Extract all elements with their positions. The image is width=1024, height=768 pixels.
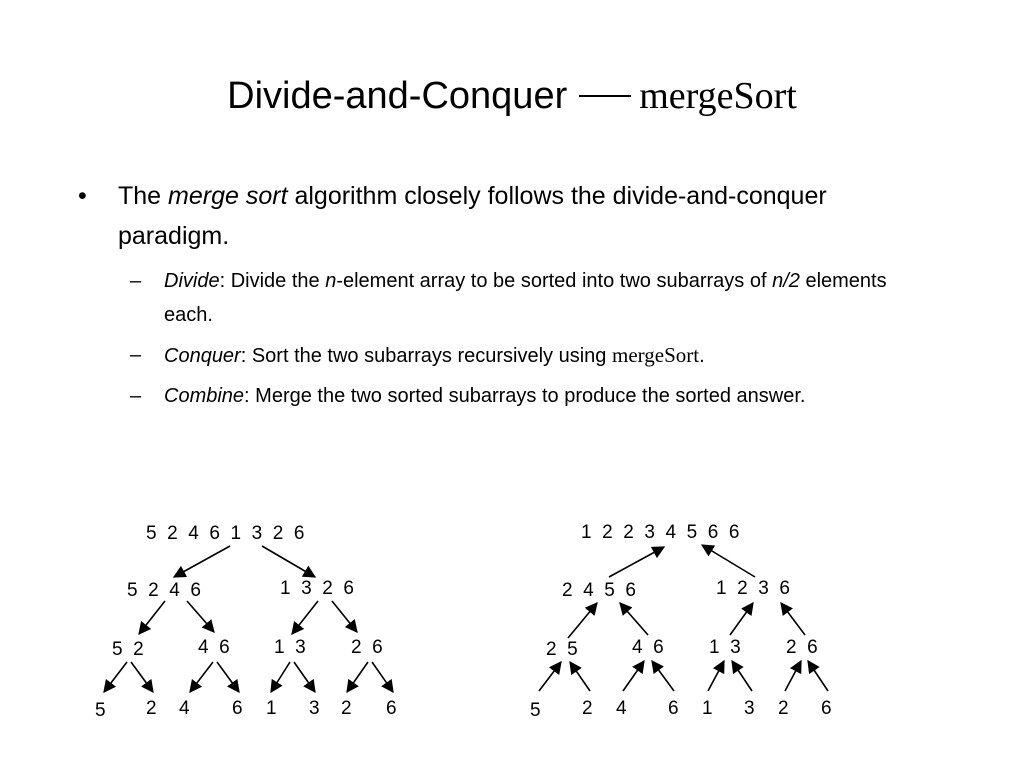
divide-tree: 5 2 4 6 1 3 2 6 5 2 4 6 1 3 2 6 5 2 4 6 … — [95, 523, 397, 721]
right-leaf: 5 — [530, 700, 541, 721]
merge-tree: 1 2 2 3 4 5 6 6 2 4 5 6 1 2 3 6 2 5 4 6 … — [530, 522, 832, 721]
left-level2-node: 2 6 — [351, 637, 383, 658]
right-leaf: 6 — [668, 698, 679, 719]
left-level0: 5 2 4 6 1 3 2 6 — [146, 523, 304, 544]
sub-dash-icon: – — [130, 385, 142, 407]
left-leaf: 5 — [95, 700, 106, 721]
left-level2-node: 4 6 — [198, 637, 230, 658]
left-leaf: 4 — [179, 698, 190, 719]
divide-text-2: -element array to be sorted into two sub… — [336, 270, 773, 292]
conquer-text-2: . — [699, 345, 705, 367]
title-text: Divide-and-Conquer — [227, 75, 568, 117]
left-level2-node: 5 2 — [112, 639, 144, 660]
bullet-list: • The merge sort algorithm closely follo… — [78, 176, 938, 413]
bullet-text-post: algorithm closely follows the divide-and… — [118, 182, 827, 250]
left-level2-node: 1 3 — [274, 637, 306, 658]
right-leaf: 3 — [744, 698, 755, 719]
conquer-label: Conquer — [164, 345, 241, 367]
right-level2-node: 2 6 — [786, 637, 818, 658]
divide-text-1: : Divide the — [219, 270, 326, 292]
sub-item-combine: – Combine: Merge the two sorted subarray… — [78, 379, 938, 413]
right-level1-node: 1 2 3 6 — [716, 578, 790, 599]
combine-text-1: : Merge the two sorted subarrays to prod… — [244, 385, 806, 407]
divide-text-3: elements each. — [164, 270, 887, 326]
divide-n: n — [325, 270, 337, 292]
right-level1-node: 2 4 5 6 — [562, 580, 636, 601]
title-code: mergeSort — [639, 75, 797, 117]
right-leaf: 6 — [821, 698, 832, 719]
left-leaf: 1 — [266, 698, 277, 719]
main-bullet: • The merge sort algorithm closely follo… — [78, 176, 938, 256]
divide-label: Divide — [164, 270, 220, 292]
sub-item-divide: – Divide: Divide the n-element array to … — [78, 264, 938, 332]
sub-item-conquer: – Conquer: Sort the two subarrays recurs… — [78, 338, 938, 373]
left-leaf: 2 — [146, 698, 157, 719]
right-level2-node: 1 3 — [709, 637, 741, 658]
combine-label: Combine — [164, 385, 245, 407]
left-level1-node: 1 3 2 6 — [280, 578, 354, 599]
slide-title: Divide-and-Conquer mergeSort — [0, 70, 1024, 122]
right-level2-node: 4 6 — [632, 637, 664, 658]
left-leaf: 3 — [309, 698, 320, 719]
left-leaf: 2 — [341, 698, 352, 719]
right-arrows — [538, 544, 829, 692]
left-arrows — [103, 545, 394, 694]
right-leaf: 2 — [778, 698, 789, 719]
right-leaf: 2 — [582, 698, 593, 719]
divide-n2: n/2 — [772, 270, 800, 292]
right-leaf: 1 — [702, 698, 713, 719]
right-level0: 1 2 2 3 4 5 6 6 — [581, 522, 739, 543]
conquer-text-1: : Sort the two subarrays recursively usi… — [240, 345, 612, 367]
right-leaf: 4 — [616, 698, 627, 719]
left-level1-node: 5 2 4 6 — [127, 580, 201, 601]
sub-dash-icon: – — [130, 344, 142, 366]
bullet-text-em: merge sort — [168, 182, 288, 210]
bullet-dot-icon: • — [78, 182, 87, 210]
bullet-text-pre: The — [118, 182, 169, 210]
left-leaf: 6 — [386, 698, 397, 719]
conquer-code: mergeSort — [611, 343, 700, 367]
title-dash — [579, 94, 632, 97]
right-level2-node: 2 5 — [546, 639, 578, 660]
sub-dash-icon: – — [130, 270, 142, 292]
left-leaf: 6 — [232, 698, 243, 719]
